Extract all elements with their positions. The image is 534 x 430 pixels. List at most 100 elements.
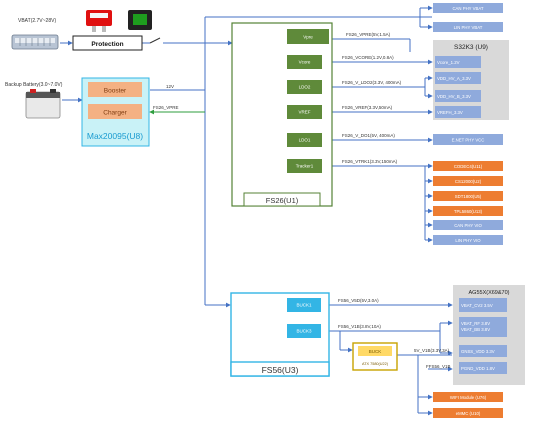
ag55x-pin-vbat-cv2 <box>459 298 507 312</box>
switch-icon <box>128 10 152 30</box>
charger-block <box>88 104 142 119</box>
vbat-connector-icon <box>11 34 59 50</box>
s32k3-pin-vdd-a-label: VDD_HV_A_3.3V <box>437 76 471 81</box>
can-phy-vbat-label: CAN PHY VBAT <box>452 6 483 11</box>
s32k3-pin-vcore <box>435 56 481 68</box>
lin-phy-vbat-label: LIN PHY VBAT <box>454 25 483 30</box>
fs26-tracker1-label: Tracker1 <box>296 164 314 169</box>
ag55x-pin-pgnd <box>459 362 507 374</box>
enet-phy-label: E.NET PHY VCC <box>452 138 485 143</box>
tracker-load-label: LIN PHY VIO <box>455 238 481 243</box>
net-vcore: FS26_VCORE(1.2V,0.8A) <box>342 55 394 60</box>
backup-battery: Backup Battery(3.0~7.0V) <box>5 82 63 119</box>
tracker-load-label: SDT1800(U5) <box>455 194 482 199</box>
net-vpre: FS26_VPRE(5V,1.5A) <box>346 32 391 37</box>
ag55x-pin-vbat-rf-bb-label: VBAT_RF 3.8V VBAT_BB 3.8V <box>461 321 491 332</box>
buck-title: BUCK <box>369 349 382 354</box>
net-tracker1: FS26_VTRK1(3.3V,150mA) <box>342 159 398 164</box>
s32k3-pin-vdd-b-label: VDD_HV_B_3.3V <box>437 94 471 99</box>
s32k3-pin-vrefh <box>435 106 481 118</box>
tracker-load-box <box>433 176 503 186</box>
fs26-vref-label: VREF <box>298 110 310 115</box>
ag55x-pin-gnss-label: GNSS_VDD 3.3V <box>461 349 495 354</box>
fs26-vcore-label: Vcore <box>299 60 311 65</box>
vbat-label: VBAT(2.7V~28V) <box>18 18 56 24</box>
net-ffs56-v1b: FFS56_V1B <box>426 364 451 369</box>
max20095-block: Booster Charger Max20095(U8) 12V FS26_VP… <box>81 77 179 147</box>
buck-part: ATX 7580(U22) <box>362 362 389 366</box>
fs26-block: FS26(U1) Vpre Vcore LDO2 VREF LDO1 Track… <box>231 22 402 207</box>
can-phy-vbat-box <box>433 3 503 13</box>
protection-box <box>72 35 143 51</box>
fs56-block: FS56(U3) BUCK1 BUCK3 FS56_V5D(5V,3.0A) F… <box>230 292 381 377</box>
tracker-loads: CODEC4(U11) CS12000(U2) SDT1800(U5) TPL5… <box>433 161 503 245</box>
emmc-label: eMMC (U10) <box>456 411 481 416</box>
fs26-tracker1-block <box>287 159 322 173</box>
s32k3-title: S32K3 (U9) <box>454 44 488 51</box>
s32k3-pin-vdd-a <box>435 72 481 84</box>
charger-label: Charger <box>103 110 127 117</box>
fs26-ldo1-block <box>287 133 322 147</box>
booster-block <box>88 82 142 97</box>
fs26-title: FS26(U1) <box>266 196 299 205</box>
bottom-loads: WIFI Module (U76) eMMC (U10) <box>433 392 503 418</box>
ag55x-pin-gnss <box>459 345 507 357</box>
fs26-ldo2-label: LDO2 <box>299 85 311 90</box>
s32k3-pin-vdd-b <box>435 90 481 102</box>
tracker-load-box <box>433 191 503 201</box>
net-5v-v1b: 5V_V1B(3.3V,3A) <box>414 348 450 353</box>
fs26-ldo2-block <box>287 80 322 94</box>
ag55x-pin-vbat-cv2-label: VBAT_CV2 3.5V <box>461 303 493 308</box>
fs26-vcore-block <box>287 55 322 69</box>
backup-battery-label: Backup Battery(3.0~7.0V) <box>5 82 63 88</box>
top-loads: CAN PHY VBAT LIN PHY VBAT <box>433 3 503 32</box>
fs56-title-strip <box>230 361 330 377</box>
booster-label: Booster <box>104 88 127 95</box>
ag55x-pin-vbat-rf-bb <box>459 317 507 337</box>
tracker-load-label: TPL5860(U13) <box>454 209 483 214</box>
net-ldo2: FS26_V_LDO2(3.3V, 400mA) <box>342 80 402 85</box>
external-buck-block: BUCK ATX 7580(U22) 5V_V1B(3.3V,3A) FFS56… <box>352 342 451 371</box>
s32k3-block: S32K3 (U9) Vcore_1.2V VDD_HV_A_3.3V VDD_… <box>433 40 509 120</box>
fs26-vpre-block <box>287 29 329 44</box>
net-fs56-v5d: FS56_V5D(5V,3.0A) <box>338 298 379 303</box>
max20095-title: Max20095(U8) <box>87 131 143 141</box>
buck-core <box>358 346 392 356</box>
s32k3-pin-vrefh-label: VREFH_3.3V <box>437 110 463 115</box>
tracker-load-box <box>433 220 503 230</box>
tracker-load-box <box>433 235 503 245</box>
net-vref: FS26_VREF(3.3V,50mA) <box>342 105 393 110</box>
tracker-load-label: CODEC4(U11) <box>454 164 483 169</box>
wifi-module-label: WIFI Module (U76) <box>450 395 487 400</box>
battery-icon <box>25 89 61 119</box>
label-12v: 12V <box>166 84 174 89</box>
fs56-buck1-block <box>287 298 321 312</box>
fs26-vpre-label: Vpre <box>303 35 313 40</box>
tracker-load-box <box>433 206 503 216</box>
net-fs56-v1b: FS56_V1B(3.8V,10A) <box>338 324 381 329</box>
fs56-buck3-block <box>287 324 321 338</box>
label-fs26-vpre: FS26_VPRE <box>153 105 179 110</box>
emmc-box <box>433 408 503 418</box>
fs56-title: FS56(U3) <box>262 365 299 375</box>
net-ldo1: FS26_V_DO1(5V, 400mA) <box>342 133 395 138</box>
lin-phy-vbat-box <box>433 22 503 32</box>
fs56-buck3-label: BUCK3 <box>296 329 312 334</box>
tracker-load-box <box>433 161 503 171</box>
wifi-module-box <box>433 392 503 402</box>
fs26-ldo1-label: LDO1 <box>299 138 311 143</box>
tracker-load-label: CS12000(U2) <box>455 179 482 184</box>
fuse-icon <box>86 10 112 32</box>
fs56-buck1-label: BUCK1 <box>296 303 312 308</box>
ag55x-block: AG55X(X69&70) VBAT_CV2 3.5V VBAT_RF 3.8V… <box>453 285 525 385</box>
ag55x-title: AG55X(X69&70) <box>469 290 510 296</box>
protection-label: Protection <box>91 41 123 48</box>
fs26-vref-block <box>287 105 322 119</box>
tracker-load-label: CAN PHY VIO <box>454 223 482 228</box>
vbat-source: VBAT(2.7V~28V) Protection <box>11 10 152 51</box>
enet-phy-box <box>433 134 503 145</box>
s32k3-pin-vcore-label: Vcore_1.2V <box>437 60 460 65</box>
ag55x-pin-pgnd-label: PGND_VDD 1.8V <box>461 366 495 371</box>
fs26-title-box <box>243 192 321 207</box>
